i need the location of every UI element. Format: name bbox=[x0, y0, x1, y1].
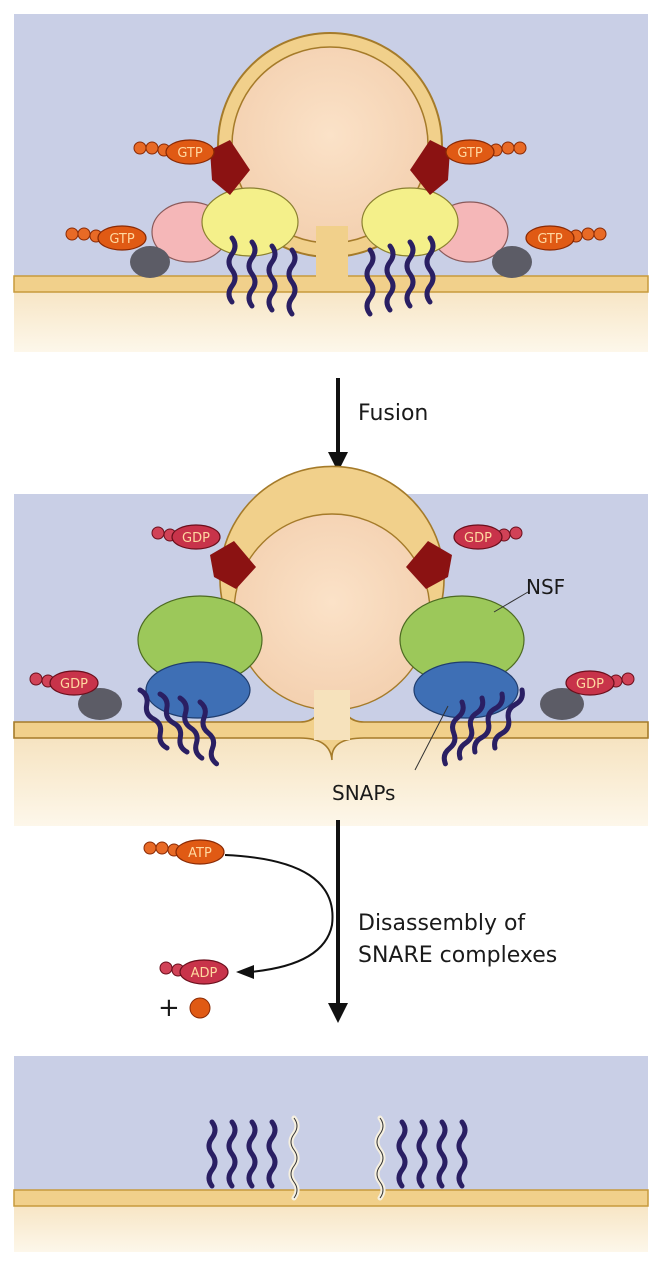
phosphate-icon bbox=[190, 998, 210, 1018]
rab-anchor-left bbox=[130, 246, 170, 278]
panel-free-snares bbox=[14, 1056, 648, 1252]
disassembly-label-line1: Disassembly of bbox=[358, 911, 526, 936]
fusion-pore-gap bbox=[316, 226, 348, 286]
yellow-complex-left bbox=[202, 188, 298, 256]
pore-open bbox=[314, 690, 350, 740]
pi-plus: + bbox=[158, 993, 180, 1023]
adp-pill: ADP bbox=[160, 960, 228, 984]
disassembly-step: ATP ADP + Disassembly of SNARE complexes bbox=[144, 820, 557, 1023]
lumen-bg-3 bbox=[14, 1200, 648, 1252]
disassembly-label-line2: SNARE complexes bbox=[358, 943, 557, 968]
svg-text:GTP: GTP bbox=[537, 232, 563, 247]
panel-docked-vesicle: GTP GTP GTP GTP bbox=[14, 14, 648, 352]
snap-right bbox=[414, 662, 518, 718]
svg-text:GDP: GDP bbox=[464, 531, 492, 546]
disassembly-arrowhead bbox=[328, 1003, 348, 1023]
plasma-membrane-3 bbox=[14, 1190, 648, 1206]
snap-left bbox=[146, 662, 250, 718]
svg-text:GDP: GDP bbox=[182, 531, 210, 546]
fusion-arrow: Fusion bbox=[328, 378, 428, 472]
svg-text:GDP: GDP bbox=[60, 677, 88, 692]
svg-text:GTP: GTP bbox=[109, 232, 135, 247]
nsf-label: NSF bbox=[526, 575, 565, 599]
atp-curve-arrowhead bbox=[236, 965, 254, 979]
svg-text:ATP: ATP bbox=[188, 846, 212, 861]
rab-anchor-right bbox=[492, 246, 532, 278]
atp-pill: ATP bbox=[144, 840, 224, 864]
fused-vesicle-lumen bbox=[234, 514, 430, 710]
cytosol-bg-3 bbox=[14, 1056, 648, 1196]
svg-text:GDP: GDP bbox=[576, 677, 604, 692]
svg-text:ADP: ADP bbox=[191, 966, 218, 981]
svg-text:GTP: GTP bbox=[457, 146, 483, 161]
svg-text:GTP: GTP bbox=[177, 146, 203, 161]
fusion-label: Fusion bbox=[358, 401, 428, 426]
panel-fused: GDP GDP GDP GDP NSF SNAPs bbox=[14, 466, 648, 826]
snaps-label: SNAPs bbox=[332, 781, 395, 805]
atp-curve bbox=[225, 855, 333, 972]
